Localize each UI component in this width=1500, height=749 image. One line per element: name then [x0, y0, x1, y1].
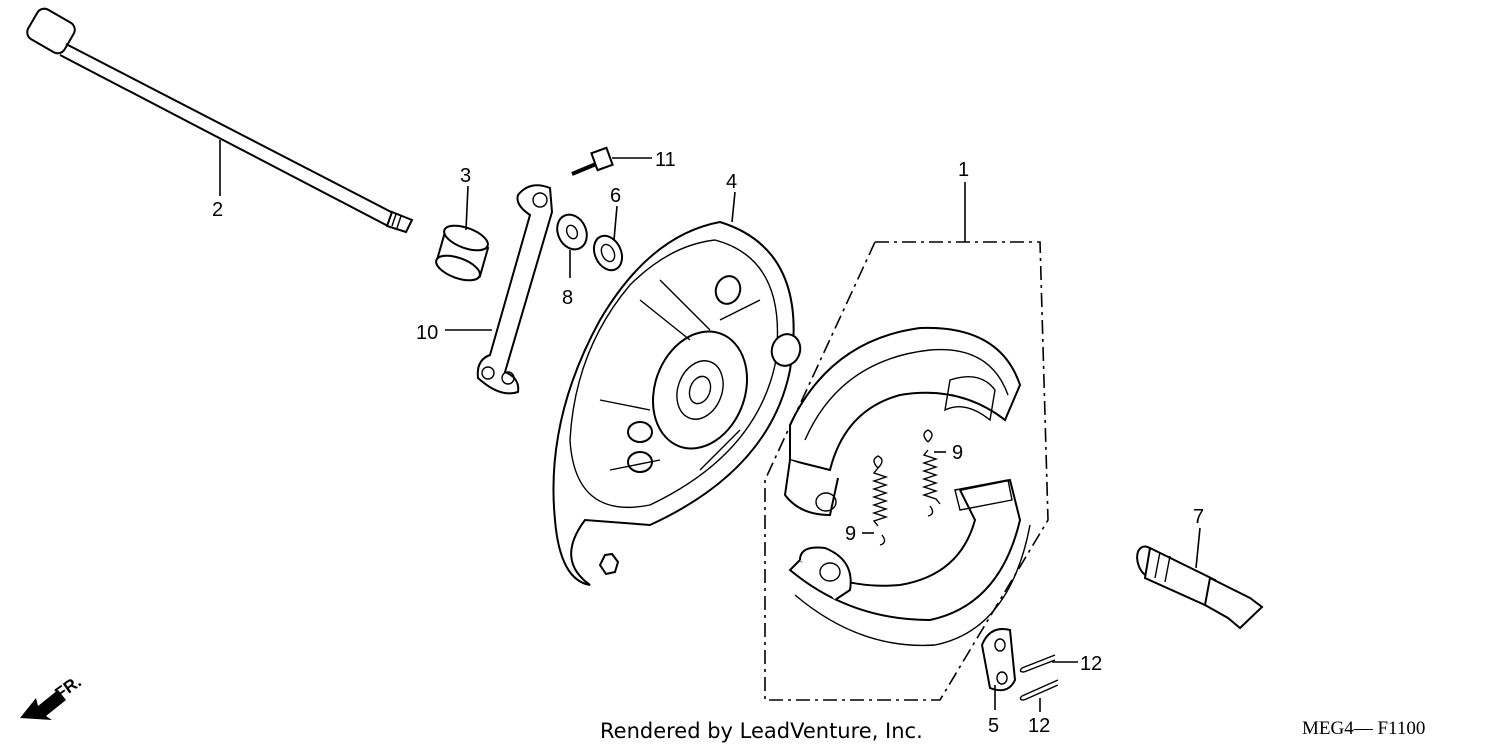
- callout-8: 8: [562, 287, 573, 309]
- callout-7: 7: [1193, 506, 1204, 528]
- callout-2: 2: [212, 199, 223, 221]
- collar-part-3[interactable]: [433, 221, 491, 286]
- direction-arrow-icon: [20, 690, 66, 720]
- cotter-pin-part-12-lower[interactable]: [1019, 679, 1059, 701]
- callout-11: 11: [655, 149, 676, 171]
- callout-12-lower: 12: [1028, 715, 1050, 737]
- brake-arm-part-10[interactable]: [476, 184, 554, 395]
- brake-shoe-set-bracket: [764, 241, 1049, 701]
- washer-part-8[interactable]: [552, 210, 593, 254]
- seal-part-6[interactable]: [589, 231, 628, 275]
- brake-cam-part-7[interactable]: [1133, 544, 1264, 630]
- diagram-code: MEG4— F1100: [1302, 718, 1425, 739]
- render-credit: Rendered by LeadVenture, Inc.: [600, 719, 923, 743]
- callout-5: 5: [988, 715, 999, 737]
- plate-part-5[interactable]: [980, 628, 1017, 692]
- axle-part-2[interactable]: [24, 6, 414, 234]
- callout-10: 10: [416, 322, 438, 344]
- bolt-part-11[interactable]: [571, 146, 614, 176]
- brake-shoe-lower[interactable]: [788, 478, 1031, 647]
- callout-9-upper: 9: [952, 442, 963, 464]
- callout-4: 4: [726, 171, 737, 193]
- leader-lines: [219, 140, 1201, 712]
- brake-shoe-upper[interactable]: [783, 326, 1022, 517]
- callout-3: 3: [460, 165, 471, 187]
- callout-1: 1: [958, 159, 969, 181]
- spring-part-9-upper[interactable]: [921, 429, 941, 517]
- brake-panel-part-4[interactable]: [552, 220, 804, 586]
- cotter-pin-part-12-upper[interactable]: [1019, 654, 1056, 673]
- callout-6: 6: [610, 185, 621, 207]
- front-direction-indicator: FR.: [20, 672, 85, 720]
- callout-12-upper: 12: [1080, 653, 1102, 675]
- callout-9-lower: 9: [845, 523, 856, 545]
- spring-part-9-lower[interactable]: [871, 455, 889, 546]
